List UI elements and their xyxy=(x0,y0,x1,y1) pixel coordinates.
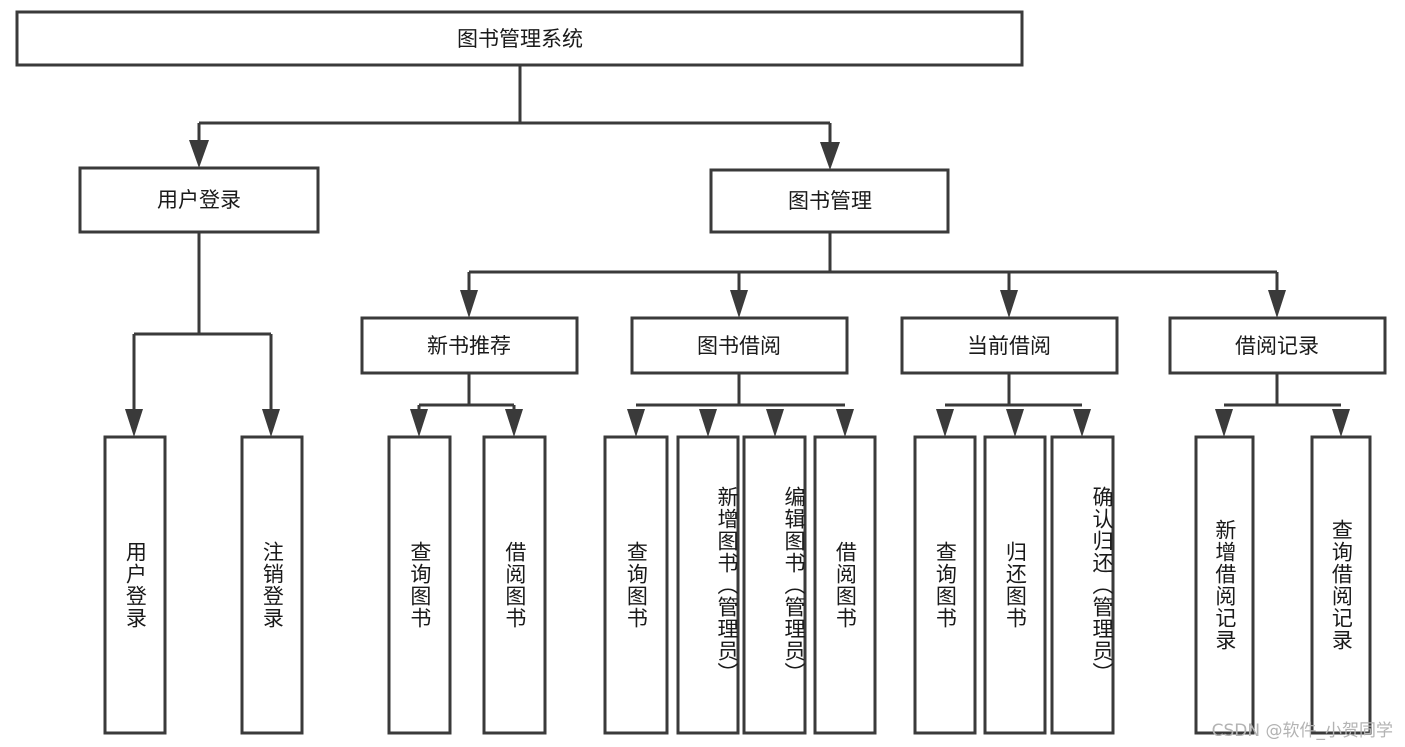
arrow-head-bb-leaf-3 xyxy=(766,409,784,437)
arrow-head-book-management xyxy=(820,142,840,170)
arrow-head-br-leaf-1 xyxy=(1215,409,1233,437)
arrow-head-bb-leaf-2 xyxy=(699,409,717,437)
arrow-head-leaf-logout xyxy=(262,409,280,437)
node-book-borrow-label: 图书借阅 xyxy=(697,334,781,358)
node-user-login-label: 用户登录 xyxy=(157,188,241,212)
arrow-head-cb-leaf-3 xyxy=(1073,409,1091,437)
leaf-bb-add-book-label: 新增图书（管理员） xyxy=(715,486,739,684)
leaf-nb-query-book[interactable] xyxy=(387,435,452,735)
leaf-bb-borrow-book[interactable] xyxy=(813,435,877,735)
connector-new-book-to-leaves xyxy=(410,373,523,437)
leaf-cb-confirm-return[interactable] xyxy=(1050,435,1115,735)
leaf-nb-query-book-label: 查询图书 xyxy=(407,541,432,629)
leaf-cb-query-book[interactable] xyxy=(913,435,977,735)
connector-borrow-record-to-leaves xyxy=(1215,373,1350,437)
arrow-head-current-borrow xyxy=(1000,290,1018,318)
leaf-cb-confirm-return-label: 确认归还（管理员） xyxy=(1090,486,1114,684)
leaf-bb-query-book[interactable] xyxy=(603,435,669,735)
arrow-head-cb-leaf-1 xyxy=(936,409,954,437)
leaf-cb-return-book[interactable] xyxy=(983,435,1047,735)
leaf-br-query-record[interactable] xyxy=(1310,435,1372,735)
connector-current-borrow-to-leaves xyxy=(936,373,1091,437)
node-root-label: 图书管理系统 xyxy=(457,27,583,51)
node-root[interactable] xyxy=(15,10,1024,67)
leaf-br-query-record-label: 查询借阅记录 xyxy=(1329,519,1354,651)
node-new-book-recommend[interactable] xyxy=(360,316,579,375)
leaf-br-add-record[interactable] xyxy=(1194,435,1255,735)
node-borrow-record-label: 借阅记录 xyxy=(1235,334,1319,358)
node-current-borrow[interactable] xyxy=(900,316,1119,375)
leaf-logout[interactable] xyxy=(240,435,304,735)
leaf-cb-query-book-label: 查询图书 xyxy=(933,541,958,629)
leaf-bb-query-book-label: 查询图书 xyxy=(624,541,649,629)
leaf-nb-borrow-book[interactable] xyxy=(482,435,547,735)
leaf-bb-edit-book-label: 编辑图书（管理员） xyxy=(782,486,806,684)
leaf-bb-edit-book[interactable] xyxy=(742,435,807,735)
node-new-book-recommend-label: 新书推荐 xyxy=(427,334,511,358)
leaf-user-login-label: 用户登录 xyxy=(123,541,148,629)
arrow-head-nb-leaf-2 xyxy=(505,409,523,437)
arrow-head-new-book xyxy=(460,290,478,318)
arrow-head-book-borrow xyxy=(730,290,748,318)
node-current-borrow-label: 当前借阅 xyxy=(967,334,1051,358)
leaf-user-login[interactable] xyxy=(103,435,167,735)
leaf-bb-add-book[interactable] xyxy=(676,435,740,735)
arrow-head-nb-leaf-1 xyxy=(410,409,428,437)
arrow-head-user-login xyxy=(189,140,209,168)
arrow-head-bb-leaf-1 xyxy=(627,409,645,437)
connector-book-borrow-to-leaves xyxy=(627,373,854,437)
connector-book-management-to-level3 xyxy=(460,232,1286,318)
arrow-head-br-leaf-2 xyxy=(1332,409,1350,437)
arrow-head-cb-leaf-2 xyxy=(1006,409,1024,437)
leaf-nb-borrow-book-label: 借阅图书 xyxy=(502,541,527,629)
connector-user-login-to-leaves xyxy=(125,232,280,437)
node-book-management-label: 图书管理 xyxy=(788,189,872,213)
csdn-watermark: CSDN @软件_小贺同学 xyxy=(1211,721,1393,741)
leaf-logout-label: 注销登录 xyxy=(260,541,285,629)
leaf-bb-borrow-book-label: 借阅图书 xyxy=(833,541,858,629)
connector-root-to-level2 xyxy=(189,66,840,170)
arrow-head-bb-leaf-4 xyxy=(836,409,854,437)
leaf-cb-return-book-label: 归还图书 xyxy=(1003,541,1028,629)
leaf-br-add-record-label: 新增借阅记录 xyxy=(1212,519,1237,651)
arrow-head-leaf-user-login xyxy=(125,409,143,437)
arrow-head-borrow-record xyxy=(1268,290,1286,318)
